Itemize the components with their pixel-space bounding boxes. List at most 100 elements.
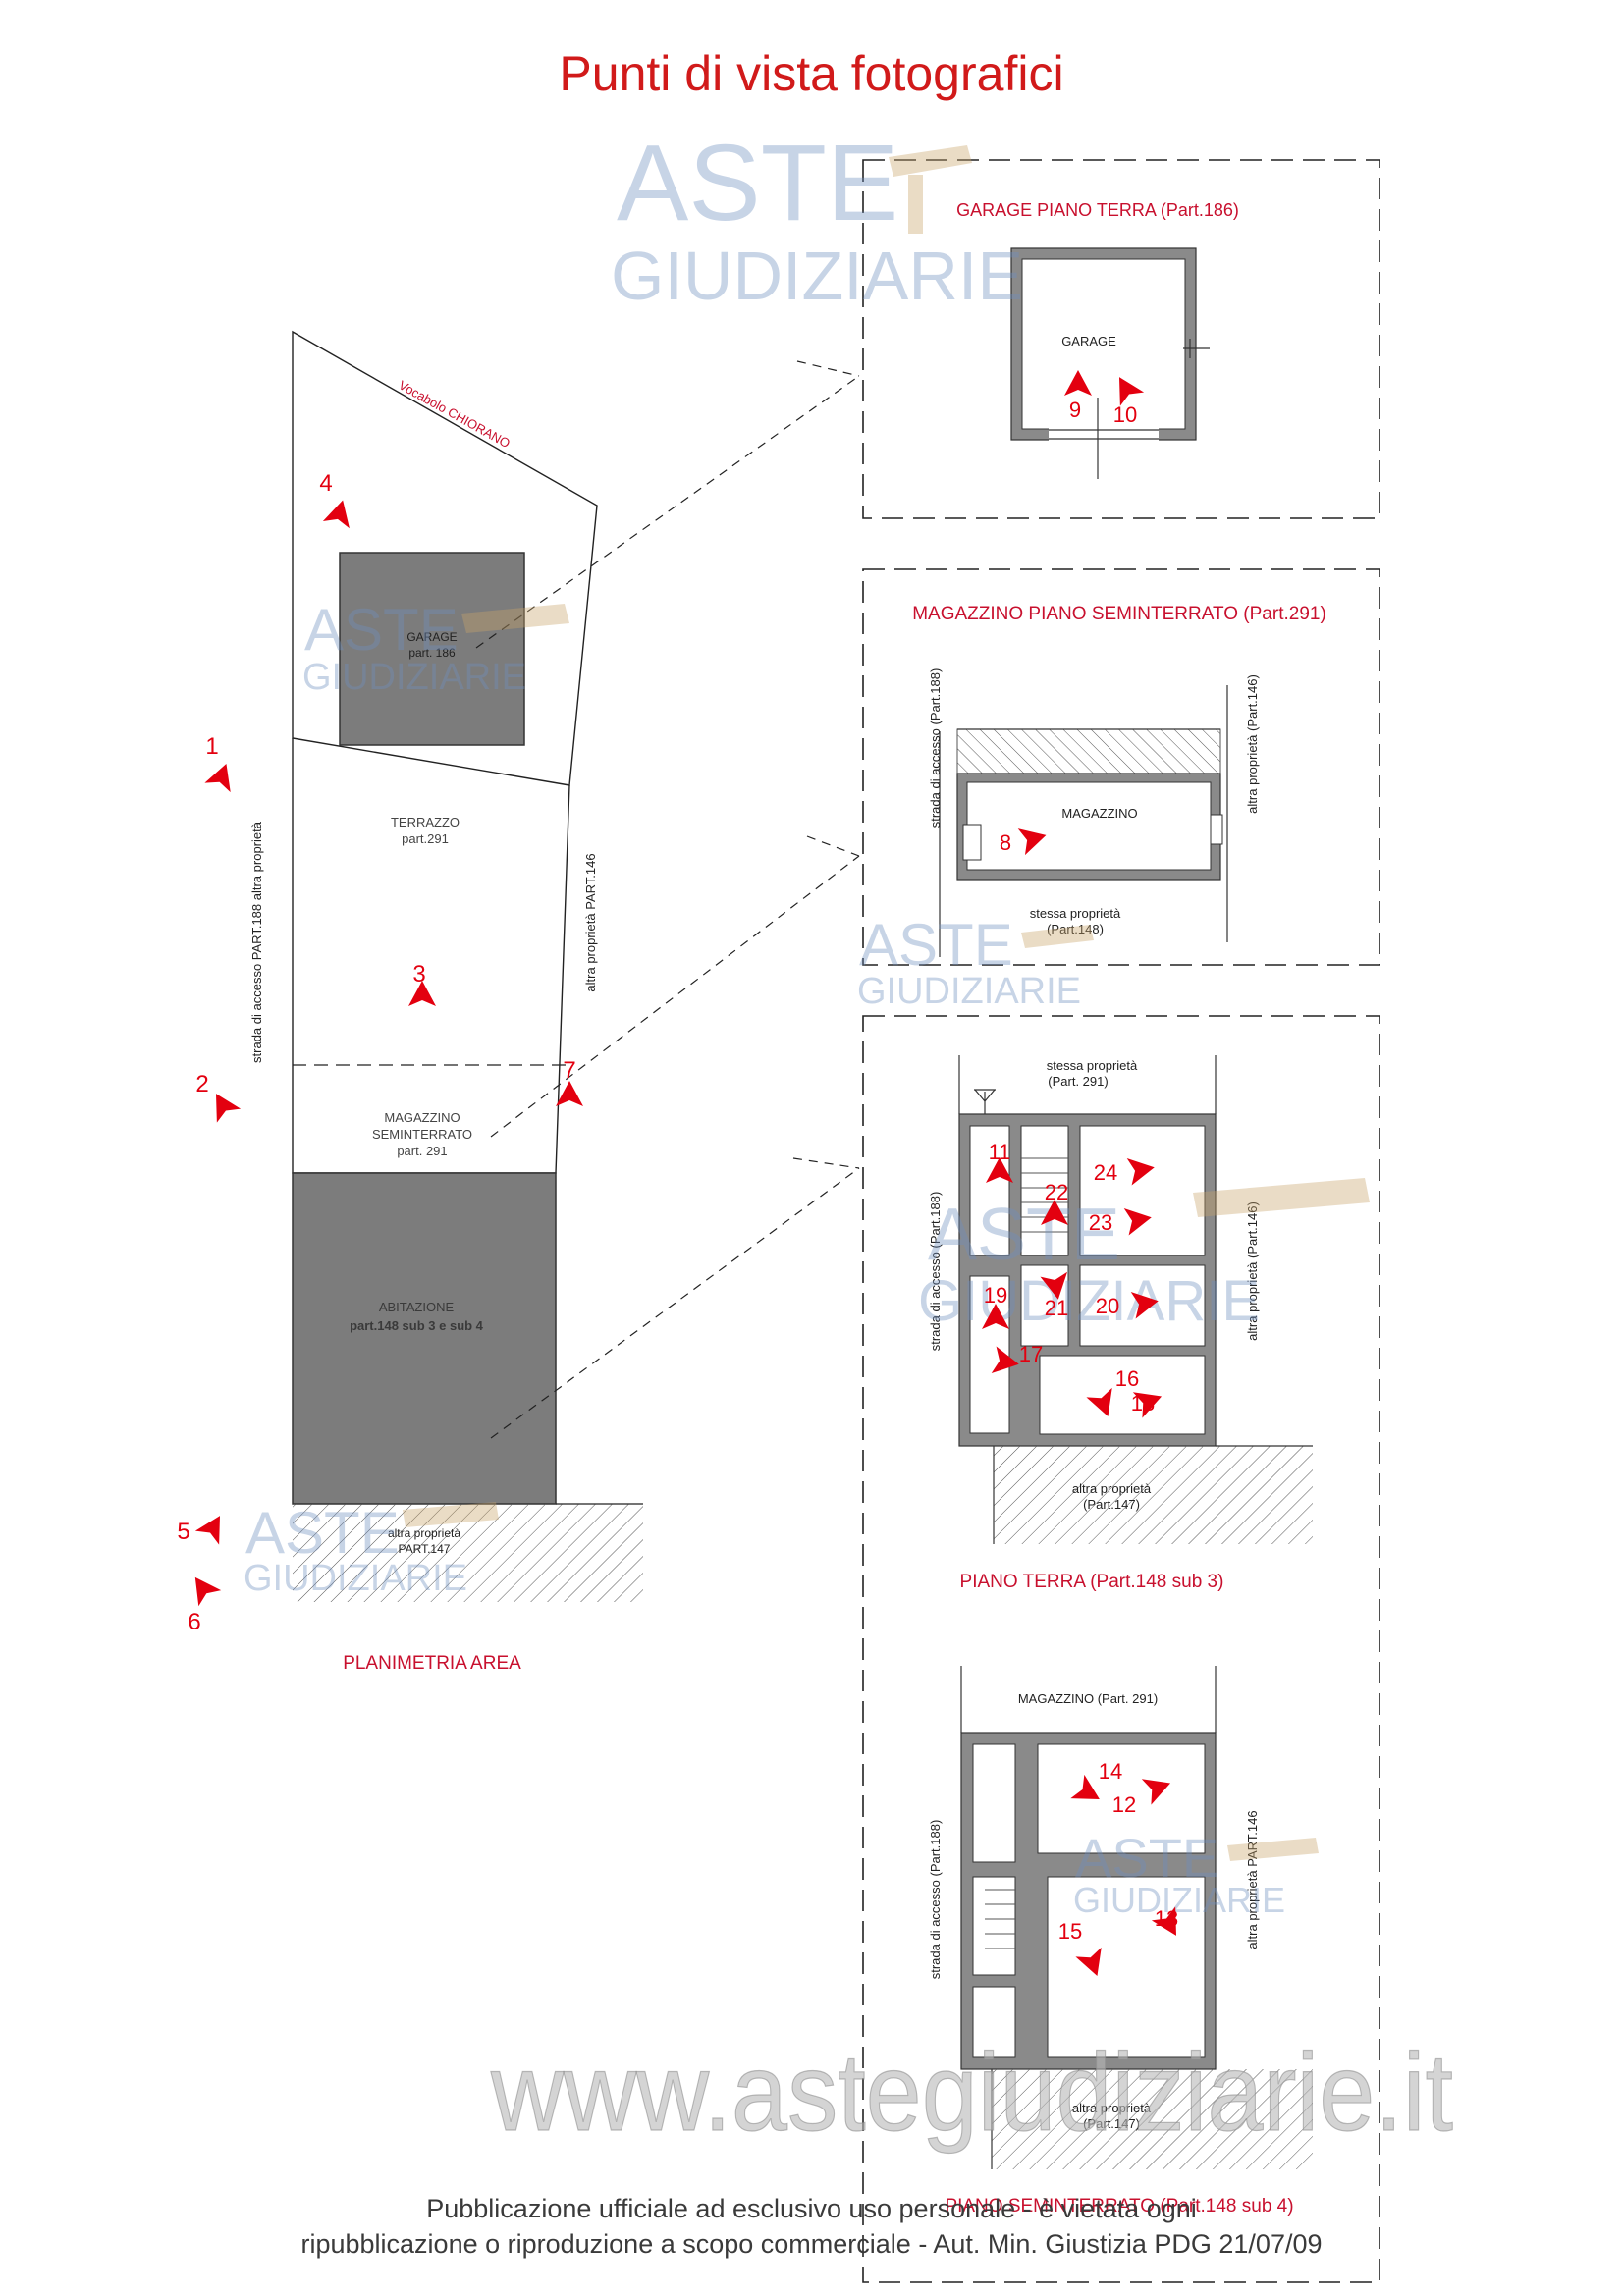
leader-magazzino-tick [806,835,860,857]
watermark-logo-4: ASTE GIUDIZIARIE [918,1178,1370,1333]
garage-room-label: GARAGE [1061,334,1116,348]
viewpoint-marker-icon [1119,377,1145,406]
magazzino-right-label: altra proprietà (Part.146) [1245,674,1260,814]
footer-notice: Pubblicazione ufficiale ad esclusivo uso… [0,2191,1623,2262]
viewpoint-number: 21 [1045,1296,1068,1320]
site-plan-heading: PLANIMETRIA AREA [343,1653,521,1674]
viewpoint-number: 19 [984,1283,1007,1308]
leader-magazzino [490,855,860,1138]
ps-room-small [972,1986,1016,2058]
magazzino-plan-heading: MAGAZZINO PIANO SEMINTERRATO (Part.291) [912,604,1326,624]
magazzino-stair [962,824,982,861]
viewpoint-marker-icon [204,763,231,793]
watermark-logo-bottom: GIUDIZIARIE [918,1269,1260,1333]
ps-bottom-label: altra proprietà [1072,2101,1152,2115]
site-magazzino-label: MAGAZZINO [384,1110,460,1125]
garage-interior [1021,258,1186,430]
viewpoint-marker-icon [982,1304,1009,1329]
viewpoint-marker-icon [986,1157,1013,1183]
garage-door-opening [1049,427,1159,442]
leader-garage-tick [796,360,860,377]
viewpoint-number: 15 [1058,1919,1082,1944]
viewpoint-number: 1 [205,733,218,760]
viewpoint-marker-icon [1075,1947,1102,1977]
viewpoint-number: 17 [1019,1342,1043,1366]
viewpoint-number: 6 [188,1609,200,1635]
ps-bottom-part: (Part.147) [1083,2116,1140,2131]
site-left-road-label: strada di accesso PART.188 altra proprie… [249,821,264,1063]
garage-inset-frame [862,159,1380,519]
leader-abitazione [490,1167,860,1439]
pt-room-north-east [1079,1125,1206,1256]
watermark-logo-top: ASTE [245,1500,400,1566]
viewpoint-marker-icon [1041,1200,1068,1225]
viewpoint-number: 8 [1000,830,1011,855]
watermark-logo-top: ASTE [617,123,898,243]
gavel-icon [1021,925,1094,948]
watermark-logo-top: ASTE [928,1193,1120,1275]
ps-top-label: MAGAZZINO (Part. 291) [1018,1691,1158,1706]
viewpoint-marker-icon [194,1576,222,1607]
pt-heading: PIANO TERRA (Part.148 sub 3) [960,1572,1224,1592]
pt-left-label: strada di accesso (Part.188) [928,1192,943,1352]
magazzino-room-label: MAGAZZINO [1061,806,1137,821]
site-bottom-property-part: PART.147 [399,1542,451,1556]
magazzino-plan: MAGAZZINO PIANO SEMINTERRATO (Part.291) … [912,604,1326,957]
site-garage-part: part. 186 [408,646,456,660]
watermark-logo-bottom: GIUDIZIARIE [611,238,1023,314]
viewpoint-marker-icon [1132,1392,1163,1418]
leader-lines [475,360,860,1439]
viewpoint-marker-icon [1040,1271,1068,1300]
site-abitazione-label: ABITAZIONE [379,1300,455,1314]
pt-room-entrance [969,1125,1010,1256]
vocabolo-label: Vocabolo CHIORANO [397,378,513,452]
garage-plan: GARAGE PIANO TERRA (Part.186) GARAGE [956,200,1239,479]
viewpoint-number: 24 [1094,1160,1117,1185]
pt-right-label: altra proprietà (Part.146) [1245,1201,1260,1341]
viewpoint-marker-icon [991,1346,1019,1374]
magazzino-inset-frame [862,568,1380,966]
pt-room-stairs [1020,1125,1069,1256]
watermark-logo-5: ASTE GIUDIZIARIE [243,1500,499,1599]
magazzino-window [1210,814,1223,845]
site-right-property-label: altra proprietà PART.146 [583,853,598,991]
site-terrazzo-label: TERRAZZO [391,815,460,829]
site-plan: Vocabolo CHIORANO GARAGE part. 186 TERRA… [249,330,643,1674]
viewpoint-number: 5 [177,1519,189,1545]
footer-line-2: ripubblicazione o riproduzione a scopo c… [300,2229,1323,2259]
magazzino-earth-hatch [956,728,1221,774]
viewpoint-number: 7 [563,1057,575,1084]
viewpoint-number: 23 [1089,1210,1112,1235]
magazzino-left-label: strada di accesso (Part.188) [928,668,943,828]
pt-top-part: (Part. 291) [1048,1074,1108,1089]
inset-frames [862,159,1380,2283]
watermark-logo-bottom: GIUDIZIARIE [1073,1880,1285,1920]
viewpoint-number: 22 [1045,1180,1068,1204]
leader-abitazione-tick [792,1157,860,1169]
lot-south-outline [292,738,570,1174]
abitazione-footprint [292,1172,557,1505]
site-magazzino-part: part. 291 [397,1144,447,1158]
watermark-logo-top: ASTE [1075,1827,1218,1889]
viewpoint-number: 16 [1115,1366,1139,1391]
viewpoint-number: 12 [1112,1792,1136,1817]
viewpoint-marker-icon [194,1516,220,1545]
site-abitazione-part: part.148 sub 3 e sub 4 [350,1318,484,1333]
viewpoint-marker-icon [1141,1779,1171,1805]
watermark-logo-bottom: GIUDIZIARIE [857,971,1081,1012]
seminterrato-plan: MAGAZZINO (Part. 291) altra proprietà (P… [928,1666,1313,2216]
page-title: Punti di vista fotografici [559,46,1064,101]
viewpoint-number: 14 [1099,1759,1122,1784]
viewpoint-number: 20 [1096,1294,1119,1318]
pt-entrance-arrow-icon [974,1089,996,1102]
footer-line-1: Pubblicazione ufficiale ad esclusivo uso… [426,2194,1197,2223]
viewpoint-number: 11 [989,1140,1011,1164]
ps-heading: PIANO SEMINTERRATO (Part.148 sub 4) [945,2196,1293,2216]
viewpoint-marker-icon [1086,1387,1112,1417]
viewpoint-number: 2 [195,1071,208,1097]
ps-room-corridor [972,1743,1016,1863]
viewpoint-marker-icon [322,500,350,529]
